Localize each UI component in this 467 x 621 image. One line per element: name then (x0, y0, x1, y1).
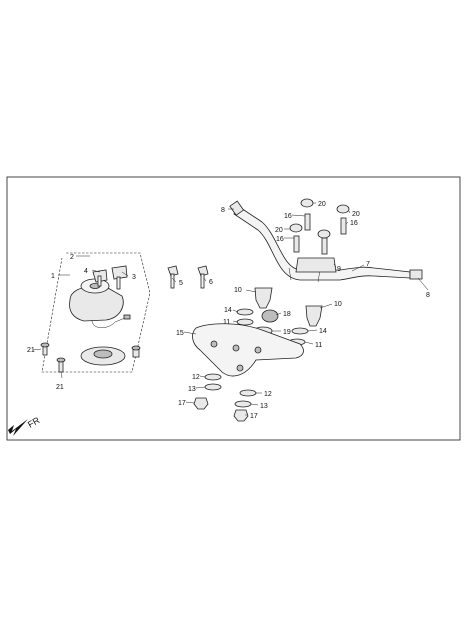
callout-4: 4 (84, 268, 88, 275)
callout-labels: 1 2 3 4 5 6 7 8 8 9 10 10 11 11 12 12 13… (27, 201, 430, 420)
callout-16-c: 16 (350, 220, 358, 227)
key-6-blade (200, 273, 205, 289)
holder-bolt-2 (293, 235, 300, 253)
callout-17-left: 17 (178, 400, 186, 407)
callout-8-right: 8 (426, 292, 430, 299)
top-bridge-assembly (192, 287, 323, 422)
lower-holder-left (254, 287, 273, 309)
callout-18: 18 (283, 311, 291, 318)
washer-14-left (236, 308, 254, 316)
front-arrow-icon (8, 419, 28, 436)
bolt-cap-2 (289, 223, 303, 233)
callout-3: 3 (132, 274, 136, 281)
spare-key-head (111, 265, 128, 280)
washer-12-right (239, 389, 257, 397)
bridge-hole-4 (236, 364, 244, 372)
nut-17-left (193, 397, 209, 410)
holder-bolt-3 (340, 217, 347, 235)
callout-8-left: 8 (221, 207, 225, 214)
callout-12-right: 12 (264, 391, 272, 398)
key-5-head (167, 265, 179, 277)
top-bridge-plate (192, 323, 304, 377)
front-direction-indicator: FR (8, 415, 42, 436)
bridge-hole-1 (210, 340, 218, 348)
callout-14-right: 14 (319, 328, 327, 335)
callout-7: 7 (366, 261, 370, 268)
diagram-frame (6, 176, 461, 441)
ignition-key-blade (97, 275, 102, 287)
mount-bolt-head (131, 345, 141, 351)
key-5-blade (170, 273, 175, 289)
callout-6: 6 (209, 279, 213, 286)
callout-5: 5 (179, 280, 183, 287)
bolt-cap-4 (317, 229, 331, 239)
grip-band-left (288, 267, 292, 281)
callout-2: 2 (70, 254, 74, 261)
callout-10-left: 10 (234, 287, 242, 294)
leader-lines (32, 202, 429, 416)
callout-16-a: 16 (284, 213, 292, 220)
screw-21-upper-head (40, 342, 50, 348)
callout-20-c: 20 (352, 211, 360, 218)
callout-13-left: 13 (188, 386, 196, 393)
callout-11-left: 11 (223, 319, 230, 326)
ignition-base-hole (93, 349, 113, 359)
callout-17-right: 17 (250, 413, 258, 420)
callout-21-lower: 21 (56, 384, 64, 391)
keys-5-6 (167, 265, 209, 289)
washer-14-right (291, 327, 309, 335)
bolt-cap-3 (336, 204, 350, 214)
bridge-hole-3 (254, 346, 262, 354)
washer-12-left (204, 373, 222, 381)
callout-21-upper: 21 (27, 347, 35, 354)
bridge-hole-2 (232, 344, 240, 352)
callout-10-right: 10 (334, 301, 342, 308)
washer-11-left (236, 318, 254, 326)
bar-end-weight-right (409, 269, 423, 280)
callout-11-right: 11 (315, 342, 322, 349)
washer-13-left (204, 383, 222, 391)
ignition-switch-assembly (40, 252, 151, 373)
nut-17-right (233, 409, 249, 422)
callout-12-left: 12 (192, 374, 200, 381)
screw-21-lower-head (56, 357, 66, 363)
callout-16-b: 16 (276, 236, 284, 243)
key-6-head (197, 265, 209, 277)
callout-20-a: 20 (318, 201, 326, 208)
holder-bolt-4 (321, 237, 328, 255)
callout-15: 15 (176, 330, 184, 337)
holder-bolt-1 (304, 213, 311, 231)
front-label: FR (26, 415, 42, 430)
handlebar-assembly (229, 198, 423, 283)
washer-13-right (234, 400, 252, 408)
callout-19: 19 (283, 329, 291, 336)
spare-key-blade (116, 276, 121, 290)
callout-13-right: 13 (260, 403, 268, 410)
rubber-bushing-18 (261, 309, 279, 323)
upper-holder (295, 257, 337, 273)
callout-20-b: 20 (275, 227, 283, 234)
ignition-wire (91, 317, 126, 328)
bolt-cap-1 (300, 198, 314, 208)
callout-9: 9 (337, 266, 341, 273)
bar-end-weight-left (229, 200, 245, 216)
callout-14-left: 14 (224, 307, 232, 314)
lower-holder-right (305, 305, 323, 327)
wire-connector (123, 314, 131, 320)
callout-1: 1 (51, 273, 55, 280)
